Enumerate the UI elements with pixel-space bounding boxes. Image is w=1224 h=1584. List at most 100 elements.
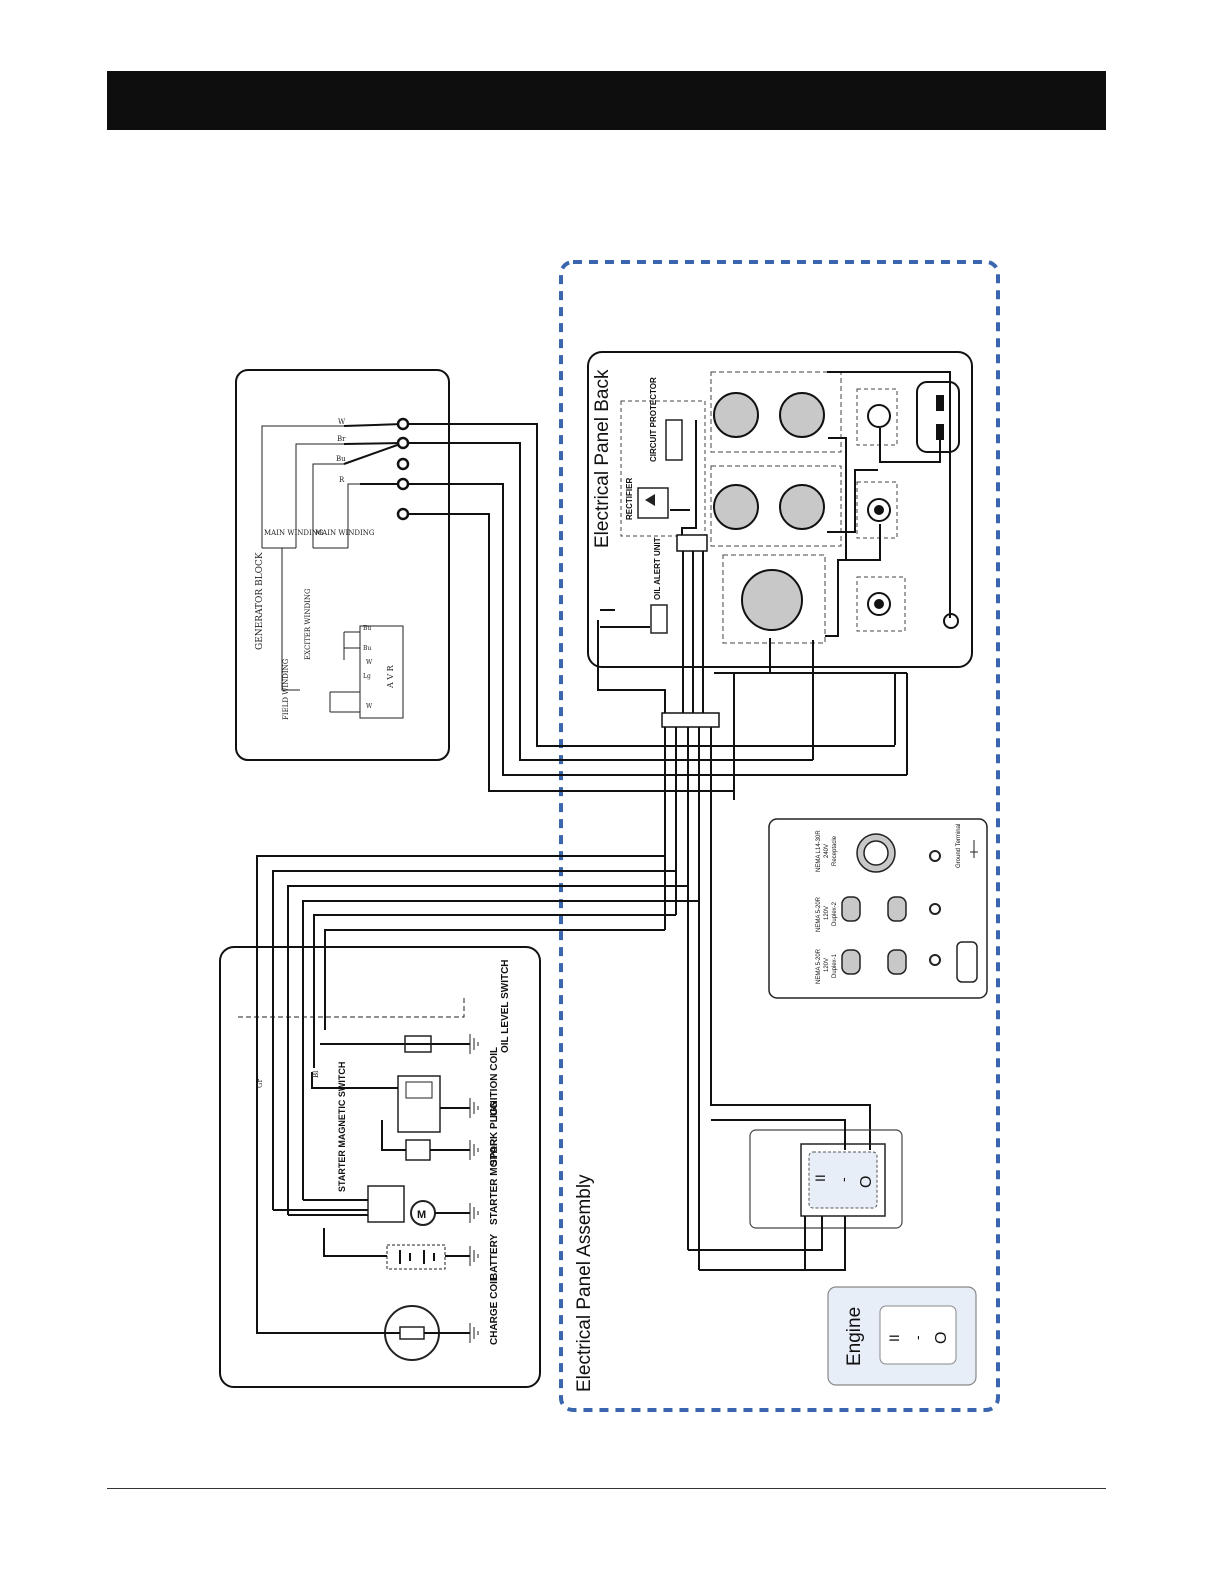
diode-icon [645, 494, 655, 506]
engine-switch-start-label[interactable]: II [886, 1334, 902, 1342]
engine-bus-line [238, 995, 465, 1018]
generator-to-panel-wire [408, 423, 895, 747]
usb-port-back-icon [916, 381, 960, 453]
oil-alert-unit-label: OIL ALERT UNIT [653, 537, 662, 600]
wire-code: W [338, 418, 346, 426]
main-switch-face [808, 1151, 878, 1209]
ground-icon [469, 1098, 479, 1118]
usb-port-icon [956, 941, 978, 983]
duplex2-outlet-icon [887, 896, 907, 922]
wire-code: Bu [363, 625, 371, 632]
ground-icon [469, 1203, 479, 1223]
switch-wire [711, 1216, 846, 1271]
wire-code: Lg [363, 673, 371, 680]
spark-plug-icon [405, 1139, 431, 1161]
electrical-panel-back-box [587, 351, 973, 668]
breaker-button-icon [929, 954, 941, 966]
usb-port-contact [936, 424, 944, 440]
rectifier-icon [637, 487, 669, 519]
engine-harness-wire [302, 900, 699, 1200]
electrical-panel-assembly-label: Electrical Panel Assembly [574, 1174, 595, 1392]
main-winding-label: MAIN WINDING [315, 529, 375, 537]
starter-magnetic-switch-label: STARTER MAGNETIC SWITCH [337, 1062, 347, 1192]
starter-motor-symbol: M [417, 1209, 426, 1221]
charge-coil-winding [399, 1326, 425, 1340]
wire-code: Bl [312, 1070, 320, 1078]
wire-code: Gr [256, 1078, 264, 1088]
ground-icon [469, 1323, 479, 1343]
electrical-panel-back-label: Electrical Panel Back [592, 369, 613, 548]
engine-block-box [219, 946, 541, 1388]
switch-run-label[interactable]: - [835, 1177, 851, 1182]
breaker-icon [867, 404, 891, 428]
generator-wire [295, 443, 344, 548]
generator-terminal [396, 457, 410, 471]
panel-connector [676, 534, 708, 552]
starter-motor-label: STARTER MOTOR [489, 1138, 500, 1225]
breaker-button-icon [929, 850, 941, 862]
ground-terminal-icon [970, 840, 978, 858]
panel-back-wire [879, 428, 941, 463]
exciter-winding-label: EXCITER WINDING [304, 588, 312, 660]
duplex1-outlet-icon [887, 949, 907, 975]
spark-plug-label: SPARK PLUG [489, 1101, 500, 1166]
charge-coil-wire [256, 1060, 400, 1334]
nema-duplex2-name: Duplex-2 [832, 901, 838, 926]
wire-code: Bu [363, 645, 371, 652]
breaker-box [856, 481, 898, 539]
panel-back-wire [597, 620, 666, 713]
wire-code: R [339, 476, 345, 484]
rectifier-label: RECTIFIER [625, 478, 634, 520]
footer-rule [107, 1488, 1106, 1489]
generator-block-label: GENERATOR BLOCK [255, 552, 265, 650]
l14-receptacle-back-icon [741, 569, 803, 631]
field-winding-label: FIELD WINDING [282, 658, 290, 720]
oil-level-switch-label: OIL LEVEL SWITCH [500, 959, 511, 1053]
wire-code: Br [337, 435, 346, 443]
generator-wire [261, 425, 344, 548]
breaker-box [856, 576, 906, 632]
engine-harness-wire [313, 914, 676, 1068]
generator-to-panel-wire [408, 442, 813, 761]
generator-to-panel-wire [408, 483, 907, 776]
main-connector-block [661, 712, 720, 728]
ignition-coil-icon [397, 1075, 441, 1133]
breaker-box [856, 388, 898, 446]
nema-duplex1-name: Duplex-1 [832, 953, 838, 978]
generator-output-wire [343, 423, 404, 427]
engine-switch-run-label[interactable]: - [909, 1335, 925, 1340]
receptacle-back-icon [779, 392, 825, 438]
avr-label: A V R [386, 664, 395, 689]
receptacle-back-icon [713, 392, 759, 438]
ground-icon [469, 1034, 479, 1054]
ground-icon [469, 1140, 479, 1160]
main-winding-label: MAIN WINDING [264, 529, 324, 537]
generator-terminal [396, 436, 410, 450]
duplex2-outlet-icon [841, 896, 861, 922]
engine-label: Engine [844, 1307, 865, 1366]
breaker-center [874, 505, 884, 515]
electrical-panel-assembly-boundary [559, 260, 1000, 1412]
circuit-protector-icon [665, 419, 683, 461]
generator-wire [312, 463, 344, 548]
battery-cells [399, 1250, 435, 1264]
engine-switch-face [879, 1305, 957, 1365]
breaker-center [874, 599, 884, 609]
engine-switch-off-label[interactable]: O [933, 1332, 950, 1344]
generator-terminal [396, 417, 410, 431]
nema-duplex2-label: NEMA 5-20R [816, 896, 822, 932]
nema-l14-volt: 240V [824, 844, 830, 858]
header-bar [107, 71, 1106, 130]
avr-box [359, 625, 404, 719]
engine-harness-wire [287, 885, 688, 1215]
panel-back-wire [681, 420, 697, 535]
switch-start-label[interactable]: II [812, 1174, 828, 1182]
engine-harness-wire [256, 855, 665, 1060]
engine-harness-wire [272, 870, 676, 1210]
circuit-protector-label: CIRCUIT PROTECTOR [649, 377, 658, 462]
nema-l14-type: Receptacle [832, 835, 838, 866]
generator-output-wire [343, 442, 404, 465]
switch-off-label[interactable]: O [858, 1176, 875, 1188]
generator-output-wire [343, 442, 404, 445]
